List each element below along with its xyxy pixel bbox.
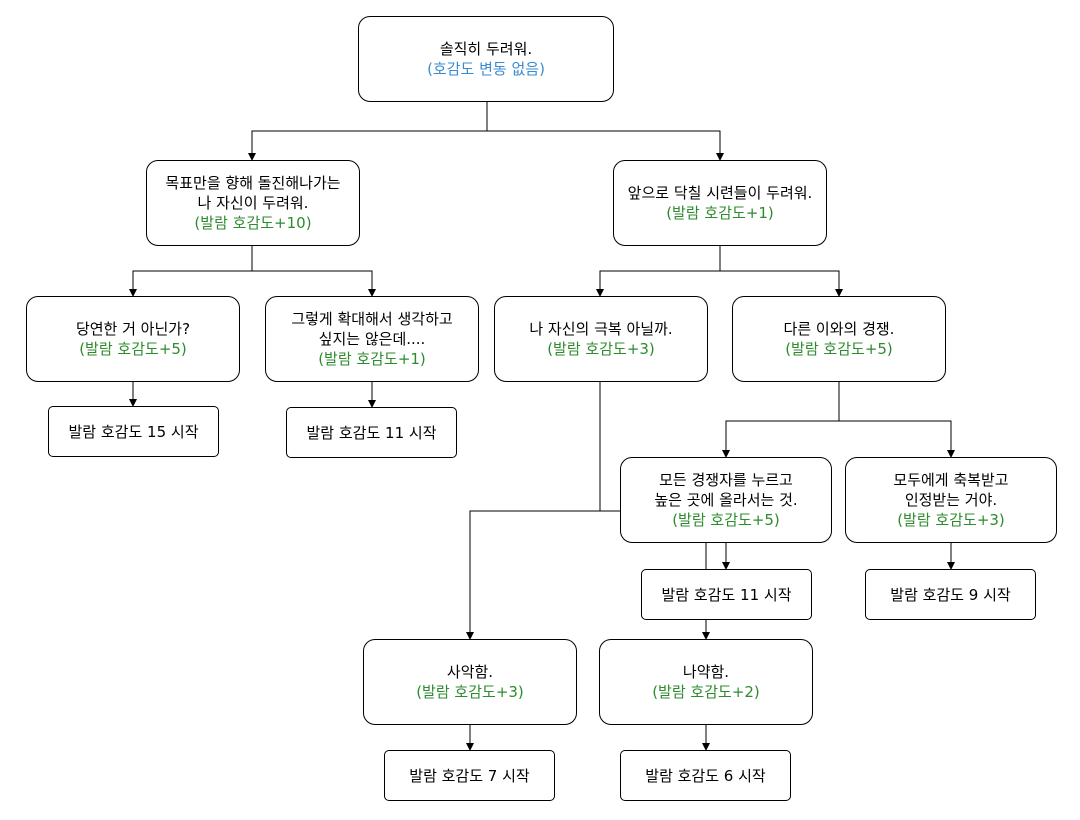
result-start-7: 발람 호감도 7 시작 — [384, 750, 555, 801]
result-start-11: 발람 호감도 11 시작 — [286, 407, 457, 458]
result-start-9: 발람 호감도 9 시작 — [865, 569, 1036, 620]
node-text: 모두에게 축복받고 — [893, 471, 1009, 489]
affinity-effect: (발람 호감도+5) — [79, 340, 187, 358]
node-exaggerate: 그렇게 확대해서 생각하고 싶지는 않은데.... (발람 호감도+1) — [265, 296, 479, 382]
node-text: 당연한 거 아닌가? — [75, 320, 191, 338]
node-root: 솔직히 두려워. (호감도 변동 없음) — [358, 16, 614, 102]
node-natural: 당연한 거 아닌가? (발람 호감도+5) — [26, 296, 240, 382]
affinity-effect: (발람 호감도+2) — [652, 683, 760, 701]
affinity-effect: (발람 호감도+3) — [897, 511, 1005, 529]
affinity-effect: (발람 호감도+10) — [194, 214, 312, 232]
result-start-11: 발람 호감도 11 시작 — [641, 569, 812, 620]
affinity-effect: (발람 호감도+3) — [416, 683, 524, 701]
node-text: 앞으로 닥칠 시련들이 두려워. — [627, 184, 813, 202]
node-crush-rivals: 모든 경쟁자를 누르고 높은 곳에 올라서는 것. (발람 호감도+5) — [620, 457, 832, 543]
result-text: 발람 호감도 9 시작 — [890, 585, 1011, 604]
affinity-effect: (발람 호감도+5) — [785, 340, 893, 358]
edge-compete-crush — [722, 382, 840, 458]
node-overcome: 나 자신의 극복 아닐까. (발람 호감도+3) — [494, 296, 708, 382]
result-start-6: 발람 호감도 6 시작 — [620, 750, 791, 801]
node-text: 나 자신의 극복 아닐까. — [529, 320, 673, 338]
result-text: 발람 호감도 15 시작 — [68, 422, 199, 441]
affinity-effect: (호감도 변동 없음) — [427, 60, 545, 78]
affinity-effect: (발람 호감도+1) — [318, 350, 426, 368]
edge-trials-compete — [720, 270, 843, 297]
node-text: 솔직히 두려워. — [439, 40, 533, 58]
node-text: 나 자신이 두려워. — [197, 194, 309, 212]
result-text: 발람 호감도 7 시작 — [409, 766, 530, 785]
result-text: 발람 호감도 11 시작 — [661, 585, 792, 604]
result-text: 발람 호감도 6 시작 — [645, 766, 766, 785]
edge-goal-exaggerate — [252, 270, 376, 297]
edge-trials-overcome — [596, 246, 721, 297]
node-weak: 나약함. (발람 호감도+2) — [599, 639, 813, 725]
edge-root-trials — [487, 130, 724, 161]
node-trials-fear: 앞으로 닥칠 시련들이 두려워. (발람 호감도+1) — [613, 160, 827, 246]
node-blessed: 모두에게 축복받고 인정받는 거야. (발람 호감도+3) — [845, 457, 1057, 543]
node-text: 목표만을 향해 돌진해나가는 — [165, 174, 341, 192]
affinity-effect: (발람 호감도+3) — [547, 340, 655, 358]
node-compete: 다른 이와의 경쟁. (발람 호감도+5) — [732, 296, 946, 382]
node-text: 모든 경쟁자를 누르고 — [659, 471, 793, 489]
node-goal-fear: 목표만을 향해 돌진해나가는 나 자신이 두려워. (발람 호감도+10) — [146, 160, 360, 246]
edge-root-goal — [248, 102, 488, 161]
edge-goal-natural — [129, 246, 253, 297]
node-evil: 사악함. (발람 호감도+3) — [363, 639, 577, 725]
edge-overcome-evil — [466, 382, 601, 640]
affinity-effect: (발람 호감도+1) — [666, 204, 774, 222]
node-text: 높은 곳에 올라서는 것. — [654, 491, 798, 509]
result-text: 발람 호감도 11 시작 — [306, 423, 437, 442]
node-text: 사악함. — [446, 663, 494, 681]
affinity-effect: (발람 호감도+5) — [672, 511, 780, 529]
node-text: 그렇게 확대해서 생각하고 — [291, 310, 453, 328]
node-text: 나약함. — [682, 663, 730, 681]
node-text: 싶지는 않은데.... — [318, 330, 426, 348]
node-text: 다른 이와의 경쟁. — [783, 320, 895, 338]
result-start-15: 발람 호감도 15 시작 — [48, 406, 219, 457]
edge-compete-blessed — [839, 420, 955, 458]
node-text: 인정받는 거야. — [904, 491, 998, 509]
